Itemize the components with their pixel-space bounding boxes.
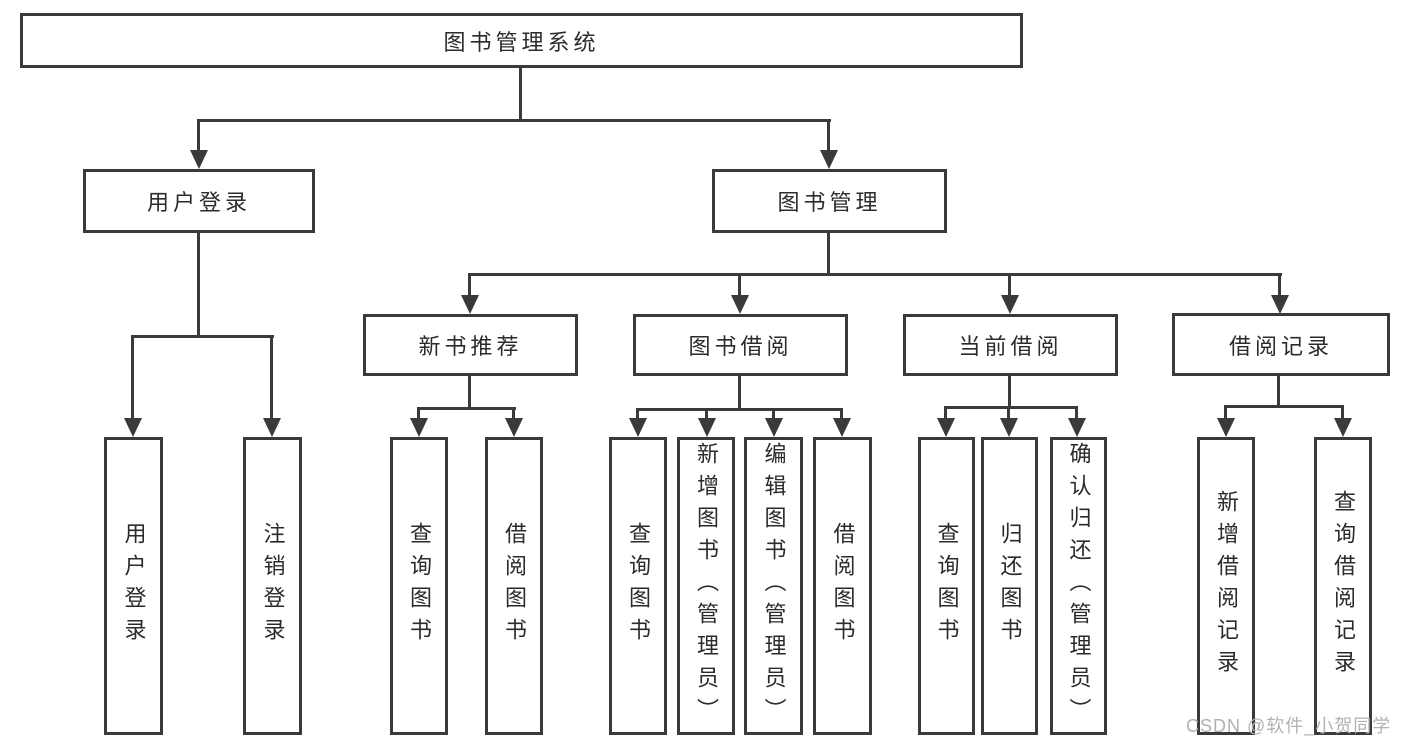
watermark-text: CSDN @软件_小贺同学 [1186,716,1392,736]
connector-arrow [461,273,479,314]
leaf-add-book-admin: 新增图书（管理员） [677,437,735,735]
leaf-query-books-borrowing: 查询图书 [609,437,667,735]
connector-arrow [731,273,749,314]
connector-arrow [629,408,647,437]
node-book-management: 图书管理 [712,169,947,233]
node-user-login: 用户登录 [83,169,315,233]
connector-arrow [765,408,783,437]
connector-arrow [1271,273,1289,314]
connector-arrow [820,119,838,169]
connector-arrow [1334,405,1352,437]
leaf-add-borrow-record: 新增借阅记录 [1197,437,1255,735]
node-new-book-recommend: 新书推荐 [363,314,578,376]
connector-stem [197,233,200,338]
connector-branch [199,119,831,122]
leaf-confirm-return-admin: 确认归还（管理员） [1050,437,1107,735]
leaf-return-book: 归还图书 [981,437,1038,735]
leaf-logout: 注销登录 [243,437,302,735]
connector-arrow [505,407,523,437]
connector-branch [945,406,1078,409]
node-library-management-system: 图书管理系统 [20,13,1023,68]
node-book-borrowing: 图书借阅 [633,314,848,376]
connector-stem [738,376,741,411]
connector-branch [1225,405,1344,408]
connector-arrow [937,406,955,437]
leaf-borrow-books: 借阅图书 [813,437,872,735]
connector-arrow [1001,273,1019,314]
leaf-borrow-books-recommend: 借阅图书 [485,437,543,735]
connector-arrow [1217,405,1235,437]
leaf-query-borrow-record: 查询借阅记录 [1314,437,1372,735]
connector-arrow [190,119,208,169]
connector-stem [1008,376,1011,409]
connector-arrow [833,408,851,437]
connector-stem [519,68,522,122]
connector-branch [637,408,843,411]
node-current-borrowing: 当前借阅 [903,314,1118,376]
connector-arrow [410,407,428,437]
connector-branch [418,407,516,410]
connector-stem [1277,376,1280,408]
connector-stem [468,376,471,410]
connector-arrow [698,408,716,437]
connector-arrow [263,335,281,437]
leaf-query-books-current: 查询图书 [918,437,975,735]
connector-branch [470,273,1282,276]
connector-branch [132,335,274,338]
connector-arrow [1000,406,1018,437]
leaf-user-login: 用户登录 [104,437,163,735]
node-borrow-records: 借阅记录 [1172,313,1390,376]
leaf-edit-book-admin: 编辑图书（管理员） [744,437,803,735]
connector-arrow [1068,406,1086,437]
leaf-query-books-recommend: 查询图书 [390,437,448,735]
connector-stem [827,233,830,276]
connector-arrow [124,335,142,437]
